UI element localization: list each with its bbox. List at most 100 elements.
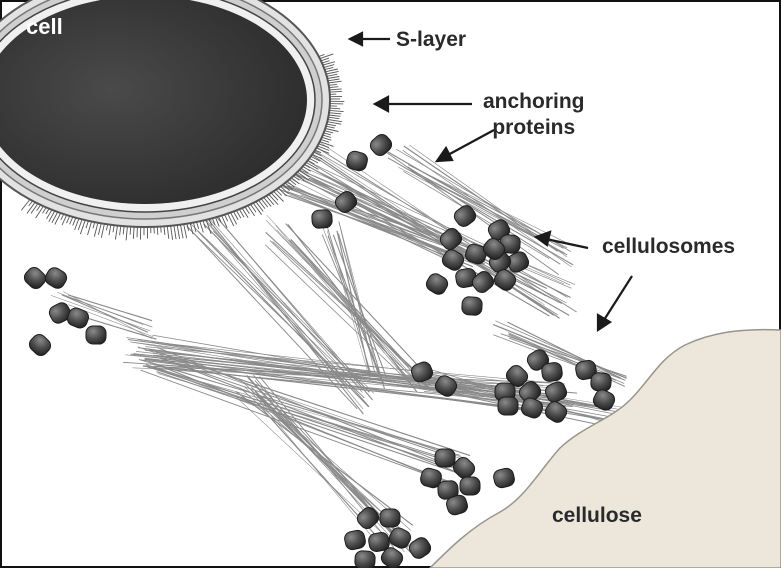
- bristle: [236, 210, 240, 218]
- bristle: [325, 69, 337, 72]
- cellulosome-particle: [343, 529, 367, 551]
- bristle: [228, 214, 234, 227]
- cellulosome-particle: [591, 387, 617, 412]
- cellulosome-particle: [86, 326, 106, 344]
- bristle: [327, 74, 338, 76]
- bristle: [177, 225, 179, 239]
- bristle: [225, 215, 228, 221]
- bristle: [174, 225, 176, 239]
- cellulosome-particle: [590, 372, 611, 392]
- cellulosome-particle: [498, 397, 518, 415]
- bristle: [326, 71, 339, 74]
- bristle: [329, 87, 338, 88]
- cellulosome-particle: [22, 265, 49, 292]
- bristle: [261, 199, 268, 207]
- bristle: [327, 77, 339, 79]
- cellulosome-particle: [541, 362, 563, 383]
- bristle: [27, 202, 35, 213]
- cellulosome-particle: [345, 150, 369, 173]
- bristle: [325, 131, 334, 133]
- bristle: [113, 225, 114, 232]
- bristle: [271, 193, 278, 200]
- s-layer-label: S-layer: [396, 28, 466, 52]
- fiber: [327, 231, 370, 382]
- bristle: [197, 222, 199, 229]
- bristle: [36, 206, 44, 218]
- cellulosome-particle: [461, 296, 482, 315]
- cellulosome-particle: [311, 209, 332, 228]
- cellulosomes-label: cellulosomes: [602, 235, 735, 259]
- anchoring-label-line2: proteins: [483, 115, 585, 141]
- bristle: [321, 140, 329, 143]
- cellulose-label: cellulose: [552, 504, 642, 528]
- bristle: [164, 226, 165, 235]
- bristle: [328, 79, 340, 81]
- fiber: [257, 403, 392, 554]
- bristle: [248, 206, 255, 216]
- bristle: [328, 81, 341, 83]
- bristle: [269, 194, 278, 204]
- bristle: [167, 226, 169, 239]
- bristle: [328, 120, 342, 122]
- bristle: [78, 219, 82, 229]
- bristle: [171, 226, 173, 240]
- fiber: [244, 387, 391, 526]
- bristle: [37, 205, 41, 211]
- bristle: [126, 226, 127, 240]
- anchoring-label-line1: anchoring: [483, 89, 585, 115]
- bristle: [70, 217, 73, 224]
- bristle: [55, 213, 61, 225]
- bristle: [322, 61, 330, 63]
- fiber: [333, 235, 386, 378]
- bristle: [259, 200, 266, 208]
- bristle: [329, 110, 343, 111]
- bristle: [323, 135, 331, 137]
- bristle: [120, 226, 121, 235]
- bristle: [157, 227, 158, 235]
- bristle: [184, 224, 187, 238]
- bristle: [200, 221, 204, 232]
- cellulosome-particle: [368, 132, 395, 159]
- arrow-cellulosomes-2-head: [598, 315, 610, 330]
- fiber: [286, 224, 427, 375]
- bristle: [231, 213, 237, 225]
- bristle: [321, 58, 329, 61]
- arrow-cellulosomes-1-head: [536, 232, 550, 245]
- fiber: [507, 322, 620, 378]
- bristle: [101, 224, 104, 238]
- arrow-anchoring-1-head: [375, 97, 388, 111]
- bristle: [266, 196, 274, 205]
- bristle: [330, 108, 341, 109]
- arrow-anchoring-2-head: [437, 148, 452, 161]
- bristle: [264, 197, 272, 206]
- bristle: [115, 226, 117, 240]
- cellulosome-particle: [424, 271, 450, 297]
- bristle: [320, 54, 334, 59]
- bristle: [329, 89, 341, 90]
- anchoring-proteins-label: anchoring proteins: [483, 89, 585, 141]
- bristle: [212, 218, 215, 225]
- cellulosome-particle: [27, 332, 54, 359]
- bristle: [86, 221, 88, 228]
- bristle: [330, 91, 342, 92]
- fiber: [404, 146, 558, 251]
- bristle: [98, 223, 101, 234]
- bristle: [88, 222, 92, 236]
- bristle: [320, 142, 334, 147]
- bristle: [325, 67, 334, 69]
- bristle: [21, 200, 30, 211]
- bristle: [256, 202, 263, 212]
- bristle: [326, 126, 335, 128]
- bristle: [123, 226, 124, 234]
- bristle: [31, 204, 38, 214]
- arrow-s-layer-head: [350, 33, 362, 45]
- fiber: [254, 395, 386, 554]
- cellulosome-particle: [380, 509, 400, 527]
- bristle: [130, 227, 131, 235]
- bristle: [193, 223, 196, 233]
- bristle: [329, 115, 341, 116]
- bristle: [329, 113, 341, 114]
- bristle: [43, 207, 47, 213]
